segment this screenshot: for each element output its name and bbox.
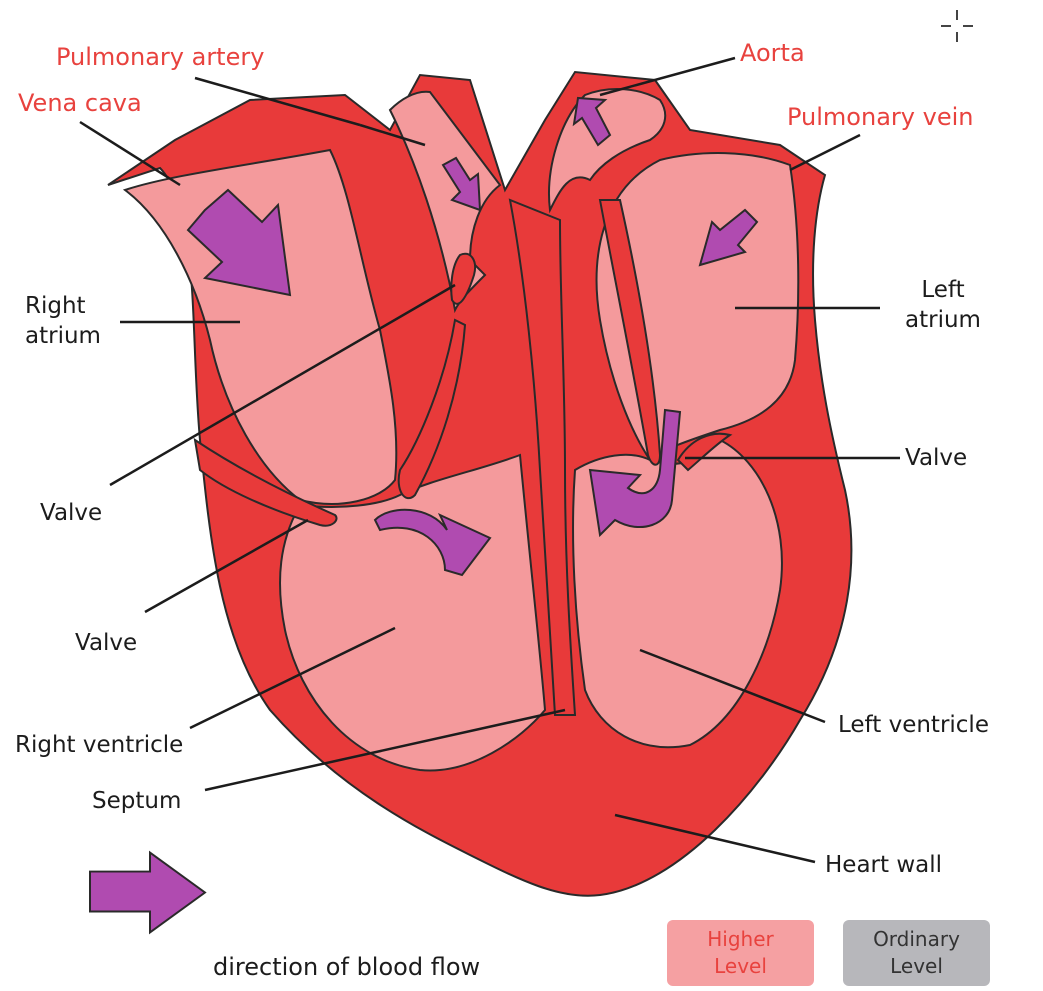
label-left-atrium: Left atrium — [905, 275, 981, 335]
legend-higher-line2: Level — [667, 953, 814, 980]
label-valve-right: Valve — [905, 443, 967, 473]
label-valve-upper-left: Valve — [40, 498, 102, 528]
legend-arrow-icon — [90, 853, 205, 933]
label-right-atrium-line1: Right — [25, 291, 101, 321]
label-septum: Septum — [92, 786, 181, 816]
label-right-atrium: Right atrium — [25, 291, 101, 351]
legend-ordinary-line1: Ordinary — [843, 926, 990, 953]
legend-ordinary-line2: Level — [843, 953, 990, 980]
crosshair-icon — [941, 10, 973, 42]
label-left-ventricle: Left ventricle — [838, 710, 989, 740]
label-left-atrium-line1: Left — [905, 275, 981, 305]
label-pulmonary-vein: Pulmonary vein — [787, 102, 973, 132]
label-right-ventricle: Right ventricle — [15, 730, 183, 760]
legend-arrow-text: direction of blood flow — [213, 952, 480, 982]
label-heart-wall: Heart wall — [825, 850, 942, 880]
label-vena-cava: Vena cava — [18, 88, 142, 118]
label-aorta: Aorta — [740, 38, 805, 68]
label-right-atrium-line2: atrium — [25, 321, 101, 351]
label-left-atrium-line2: atrium — [905, 305, 981, 335]
legend-higher-level: Higher Level — [667, 920, 814, 986]
legend-higher-line1: Higher — [667, 926, 814, 953]
label-valve-lower-left: Valve — [75, 628, 137, 658]
legend-ordinary-level: Ordinary Level — [843, 920, 990, 986]
label-pulmonary-artery: Pulmonary artery — [56, 42, 264, 72]
